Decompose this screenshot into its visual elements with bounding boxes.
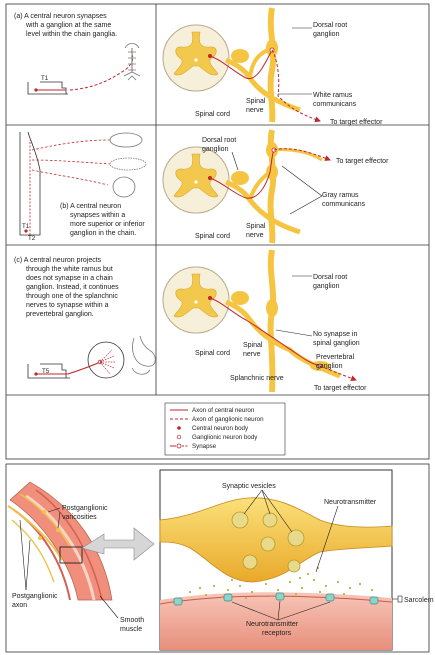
legend-item: Synapse — [192, 443, 217, 450]
label-spinal-cord: Spinal cord — [195, 111, 230, 118]
segment-label-t1: T1 — [22, 223, 30, 230]
segment-label-t2: T2 — [28, 235, 36, 242]
label-spinal-cord: Spinal cord — [195, 233, 230, 240]
label-sarcolemma: Sarcolem — [404, 597, 434, 604]
label-target-effector-b: To target effector — [336, 158, 389, 165]
label-synaptic-vesicles: Synaptic vesicles — [222, 483, 276, 490]
label-target-effector-c: To target effector — [314, 385, 367, 392]
bottom-figure: Postganglionic varicosities Postganglion… — [6, 464, 434, 652]
panel-c-caption: (c) A central neuron projects through th… — [14, 257, 121, 318]
label-target-effector-a: To target effector — [330, 119, 383, 126]
label-neurotransmitter: Neurotransmitter — [324, 499, 377, 506]
top-figure: (a) A central neuron synapses with a gan… — [6, 4, 429, 459]
legend-item: Axon of central neuron — [192, 407, 255, 414]
panel-a-caption: (a) A central neuron synapses with a gan… — [14, 13, 117, 38]
legend: Axon of central neuron Axon of ganglioni… — [165, 403, 285, 455]
legend-item: Ganglionic neuron body — [192, 434, 258, 441]
label-splanchnic-nerve: Splanchnic nerve — [230, 375, 284, 382]
segment-label-t1: T1 — [41, 75, 49, 82]
legend-item: Axon of ganglionic neuron — [192, 416, 264, 423]
legend-item: Central neuron body — [192, 425, 249, 432]
varicosity-detail: Synaptic vesicles Neurotransmitter Neuro… — [160, 470, 392, 650]
label-spinal-cord: Spinal cord — [195, 350, 230, 357]
